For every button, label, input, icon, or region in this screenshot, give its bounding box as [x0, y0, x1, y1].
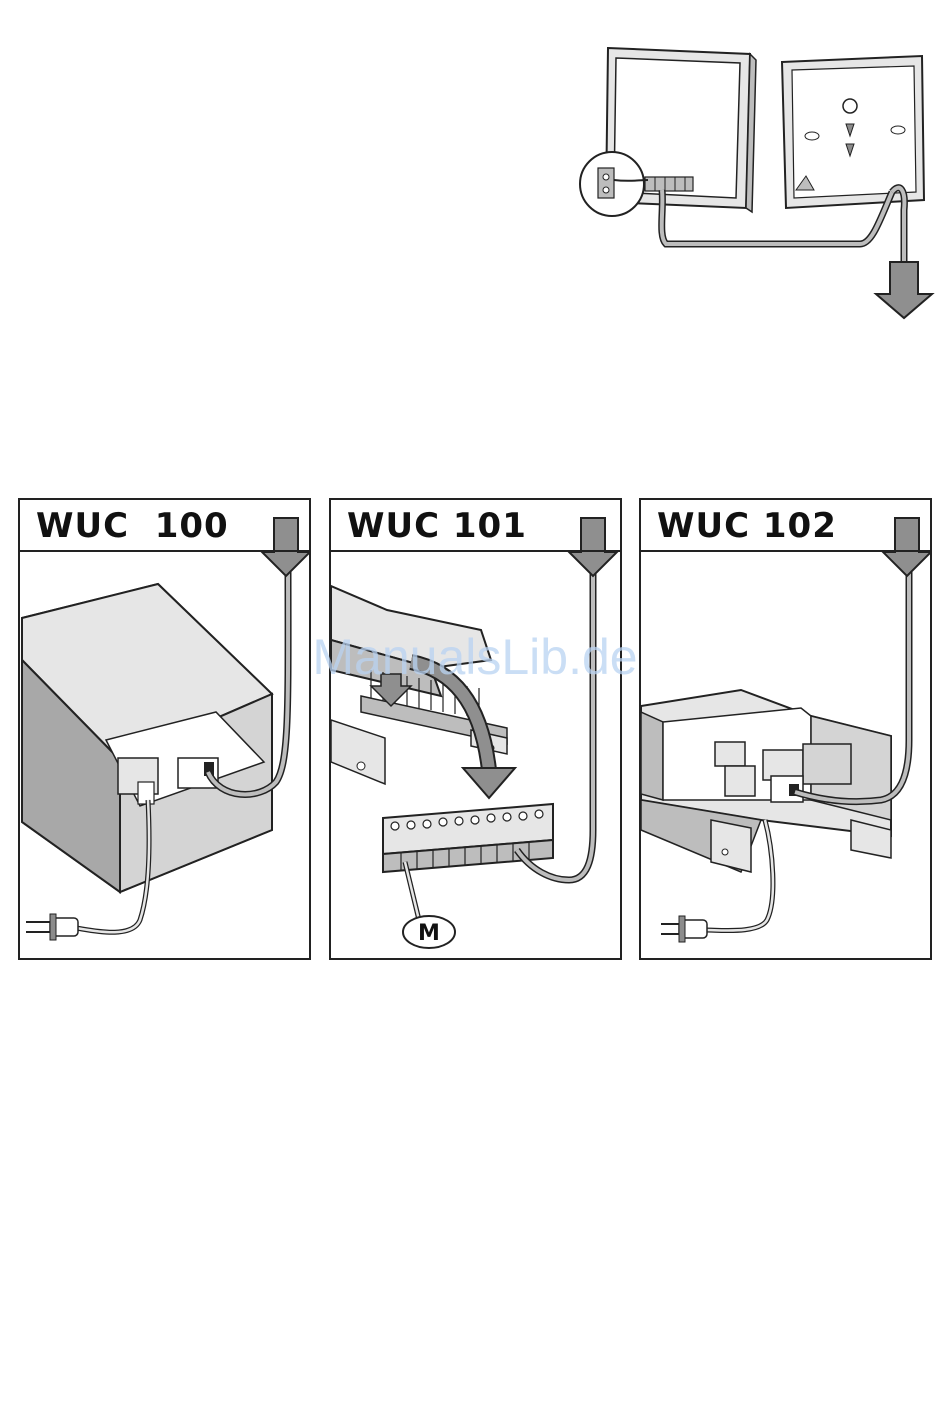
power-plug-icon [26, 914, 78, 940]
panel-wuc-101: M WUC 101 [329, 498, 622, 960]
power-plug-icon [661, 916, 707, 942]
panel-title: WUC 101 [347, 506, 527, 546]
panel-header: WUC 100 [20, 500, 309, 552]
panel-header: WUC 101 [331, 500, 620, 552]
panel-wuc-100: WUC 100 [18, 498, 311, 960]
panel-header: WUC 102 [641, 500, 930, 552]
top-illustration [570, 40, 950, 325]
wuc-101-illustration: M [331, 500, 620, 958]
panel-title: WUC 102 [657, 506, 837, 546]
motor-symbol: M [403, 916, 455, 948]
wuc-100-illustration [20, 500, 309, 958]
wall-bracket [782, 56, 924, 208]
panel-title: WUC 100 [36, 506, 229, 546]
motor-label: M [418, 921, 440, 946]
down-arrow-icon [876, 262, 932, 318]
wuc-102-illustration [641, 500, 930, 958]
panel-wuc-102: WUC 102 [639, 498, 932, 960]
